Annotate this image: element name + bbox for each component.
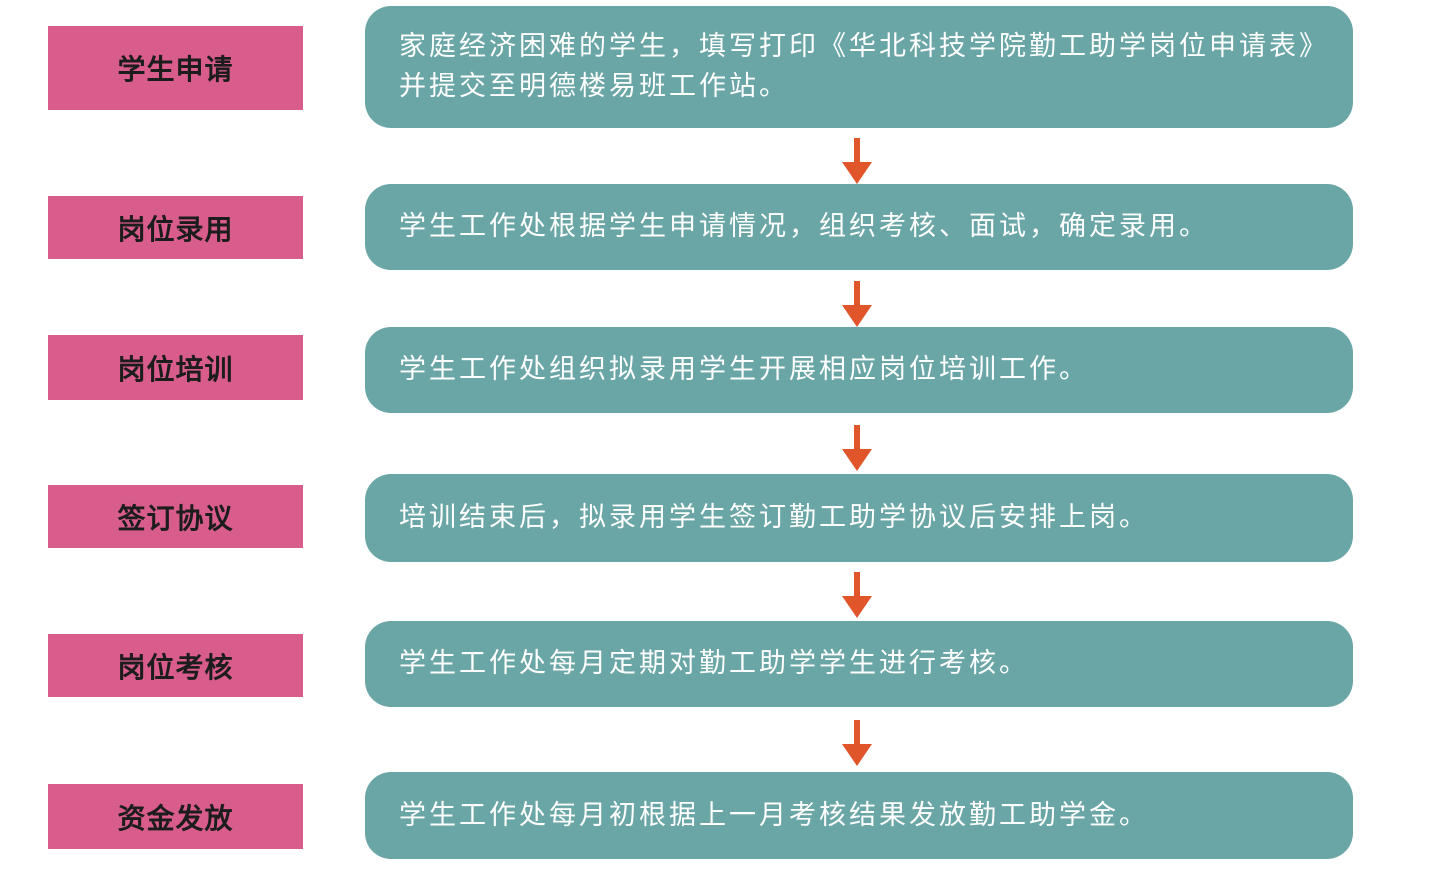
step-text-4: 培训结束后，拟录用学生签订勤工助学协议后安排上岗。 <box>399 502 1149 533</box>
step-label-6: 资金发放 <box>48 784 303 849</box>
step-label-3: 岗位培训 <box>48 335 303 400</box>
step-text-3: 学生工作处组织拟录用学生开展相应岗位培训工作。 <box>399 354 1089 385</box>
step-box-3: 学生工作处组织拟录用学生开展相应岗位培训工作。 <box>365 327 1353 413</box>
down-arrow-icon <box>842 281 872 329</box>
step-text-1: 家庭经济困难的学生，填写打印《华北科技学院勤工助学岗位申请表》并提交至明德楼易班… <box>399 31 1316 102</box>
step-label-1: 学生申请 <box>48 26 303 110</box>
step-text-2: 学生工作处根据学生申请情况，组织考核、面试，确定录用。 <box>399 211 1209 242</box>
step-text-6: 学生工作处每月初根据上一月考核结果发放勤工助学金。 <box>399 799 1149 831</box>
step-label-5: 岗位考核 <box>48 634 303 697</box>
down-arrow-icon <box>842 720 872 768</box>
step-text-5: 学生工作处每月定期对勤工助学学生进行考核。 <box>399 648 1029 679</box>
step-label-2: 岗位录用 <box>48 196 303 259</box>
down-arrow-icon <box>842 138 872 186</box>
step-box-1: 家庭经济困难的学生，填写打印《华北科技学院勤工助学岗位申请表》并提交至明德楼易班… <box>365 6 1353 128</box>
step-box-4: 培训结束后，拟录用学生签订勤工助学协议后安排上岗。 <box>365 474 1353 562</box>
down-arrow-icon <box>842 572 872 620</box>
down-arrow-icon <box>842 425 872 473</box>
step-label-4: 签订协议 <box>48 485 303 548</box>
step-box-2: 学生工作处根据学生申请情况，组织考核、面试，确定录用。 <box>365 184 1353 270</box>
step-box-6: 学生工作处每月初根据上一月考核结果发放勤工助学金。 <box>365 772 1353 859</box>
step-box-5: 学生工作处每月定期对勤工助学学生进行考核。 <box>365 621 1353 707</box>
